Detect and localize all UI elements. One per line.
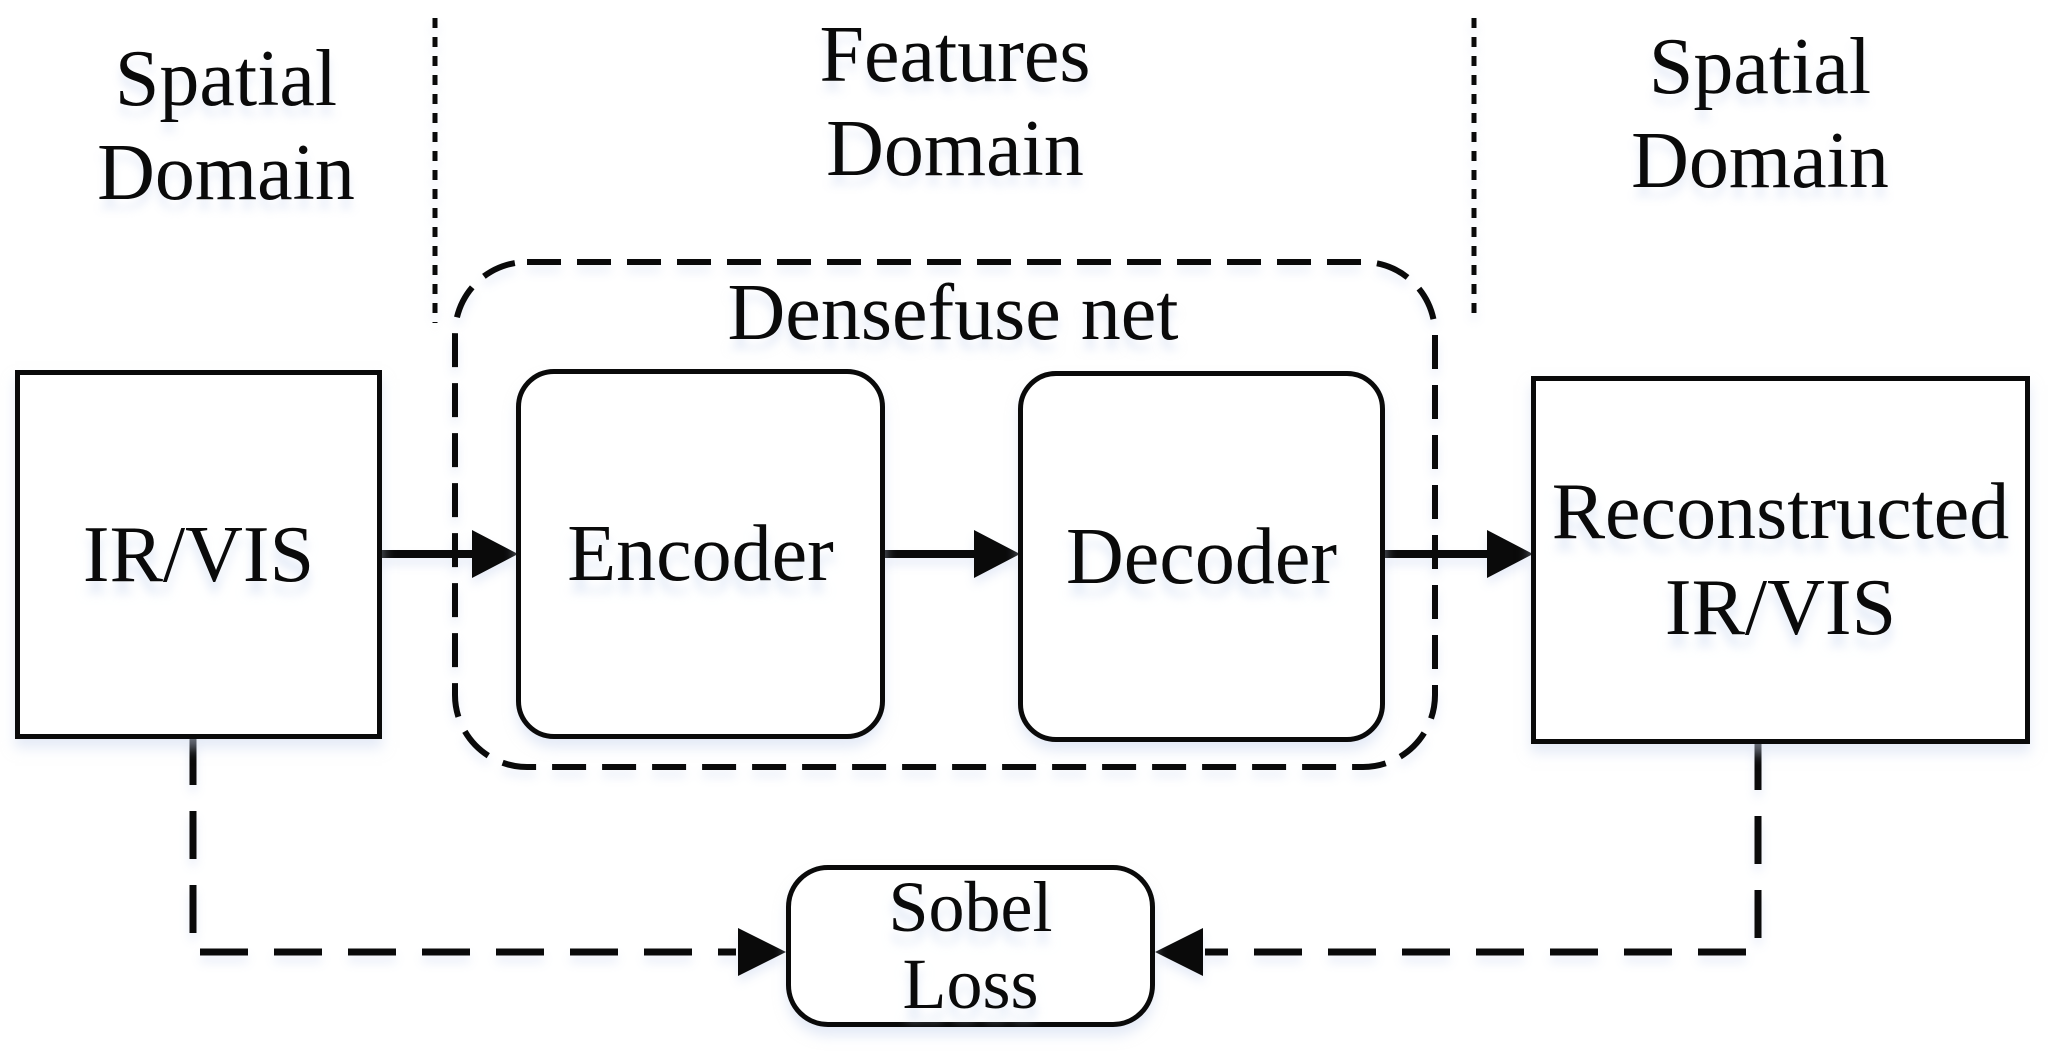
node-decoder: Decoder: [1018, 371, 1385, 742]
node-sobel-loss: Sobel Loss: [786, 865, 1155, 1027]
node-label: Encoder: [567, 510, 834, 598]
flow-arrow-decoder-to-reconstructed: [1383, 530, 1533, 578]
node-label-line: IR/VIS: [1664, 564, 1897, 652]
flow-arrow-encoder-to-decoder: [883, 530, 1020, 578]
label-line: Features: [819, 11, 1091, 99]
label-line: Spatial: [114, 35, 338, 123]
node-reconstructed-output: Reconstructed IR/VIS: [1531, 376, 2030, 744]
loss-feedback-reconstructed-to-sobel: [1155, 742, 1758, 976]
label-line: Domain: [1631, 117, 1889, 205]
label-spatial-domain-right: Spatial Domain: [1560, 20, 1960, 208]
label-line: Spatial: [1648, 23, 1872, 111]
node-encoder: Encoder: [516, 369, 885, 739]
label-line: Domain: [97, 129, 355, 217]
label-line: Domain: [826, 105, 1084, 193]
node-label-line: Sobel: [888, 867, 1053, 947]
node-label: IR/VIS: [82, 510, 315, 599]
loss-feedback-irvis-to-sobel: [193, 737, 786, 976]
densefuse-net-title: Densefuse net: [727, 269, 1179, 357]
label-features-domain: Features Domain: [755, 8, 1155, 196]
node-label: Decoder: [1066, 512, 1337, 601]
node-irvis-input: IR/VIS: [15, 370, 382, 739]
densefuse-dashed-boundary: [455, 262, 1435, 767]
flow-arrow-irvis-to-encoder: [380, 530, 518, 578]
label-spatial-domain-left: Spatial Domain: [26, 32, 426, 220]
node-label-line: Loss: [902, 944, 1039, 1024]
node-label-line: Reconstructed: [1551, 468, 2010, 556]
